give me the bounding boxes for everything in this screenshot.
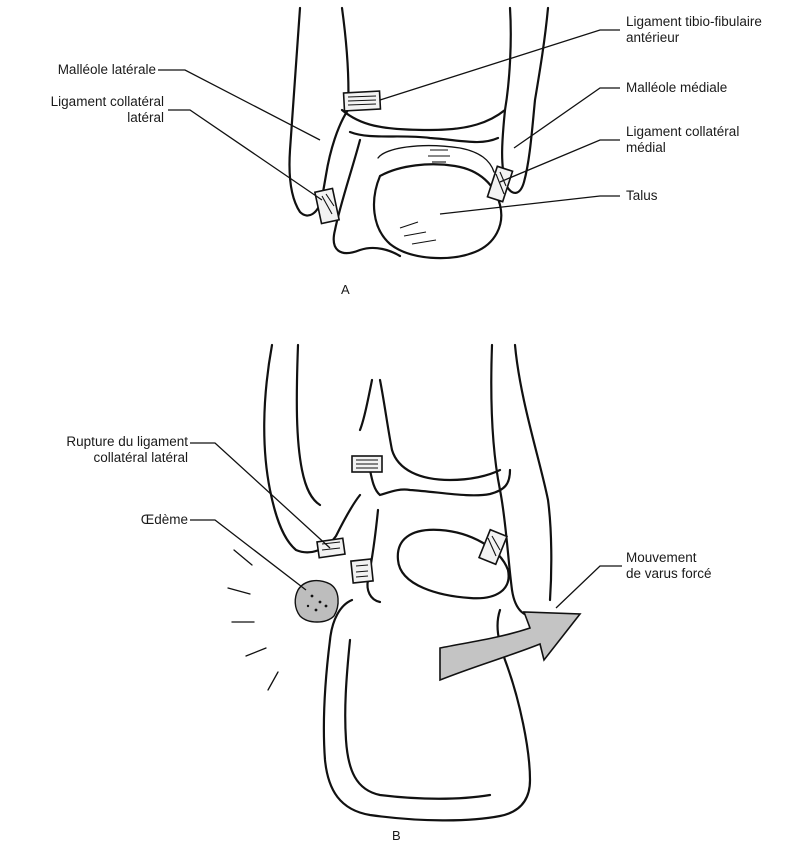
panel-b-drawing	[190, 345, 622, 820]
label-oedeme: Œdème	[100, 512, 188, 528]
ruptured-ligament-lower	[351, 559, 373, 583]
tibiofibular-ligament-a	[344, 91, 381, 111]
fibula-outline-b	[264, 345, 360, 552]
label-ligament-collateral-medial: Ligament collatéral médial	[626, 124, 739, 156]
talus-dome	[334, 140, 400, 256]
label-line: Ligament tibio-fibulaire	[626, 14, 762, 30]
label-line: latéral	[14, 110, 164, 126]
medial-malleolus-b	[491, 345, 540, 616]
label-line: collatéral latéral	[10, 450, 188, 466]
label-line: Ligament collatéral	[14, 94, 164, 110]
label-ligament-tibio-fibulaire: Ligament tibio-fibulaire antérieur	[626, 14, 762, 46]
label-malleole-laterale: Malléole latérale	[28, 62, 156, 78]
ruptured-ligament-upper	[317, 538, 345, 557]
medial-outer-b	[515, 345, 551, 600]
panel-a-leader-lines	[158, 30, 620, 214]
label-line: Ligament collatéral	[626, 124, 739, 140]
tibiofibular-ligament-b	[352, 456, 382, 472]
panel-letter-b: B	[392, 828, 401, 843]
tibial-plafond	[350, 132, 498, 142]
label-line: de varus forcé	[626, 566, 712, 582]
label-talus: Talus	[626, 188, 658, 204]
varus-arrow	[440, 612, 580, 680]
label-rupture-ligament: Rupture du ligament collatéral latéral	[10, 434, 188, 466]
talus-body	[374, 164, 501, 258]
fibula-inner-b	[297, 345, 320, 505]
label-line: Mouvement	[626, 550, 712, 566]
talus-dome-b	[368, 510, 381, 602]
lateral-collateral-ligament-a	[315, 188, 339, 223]
label-line: antérieur	[626, 30, 762, 46]
label-line: médial	[626, 140, 739, 156]
panel-letter-a: A	[341, 282, 350, 297]
label-line: Rupture du ligament	[10, 434, 188, 450]
panel-a-drawing	[158, 8, 620, 258]
label-malleole-mediale: Malléole médiale	[626, 80, 727, 96]
label-mouvement-varus: Mouvement de varus forcé	[626, 550, 712, 582]
pain-lines	[228, 550, 278, 690]
label-ligament-collateral-lateral: Ligament collatéral latéral	[14, 94, 164, 126]
medial-collateral-ligament-a	[487, 166, 512, 201]
tibia-outline	[342, 8, 511, 130]
